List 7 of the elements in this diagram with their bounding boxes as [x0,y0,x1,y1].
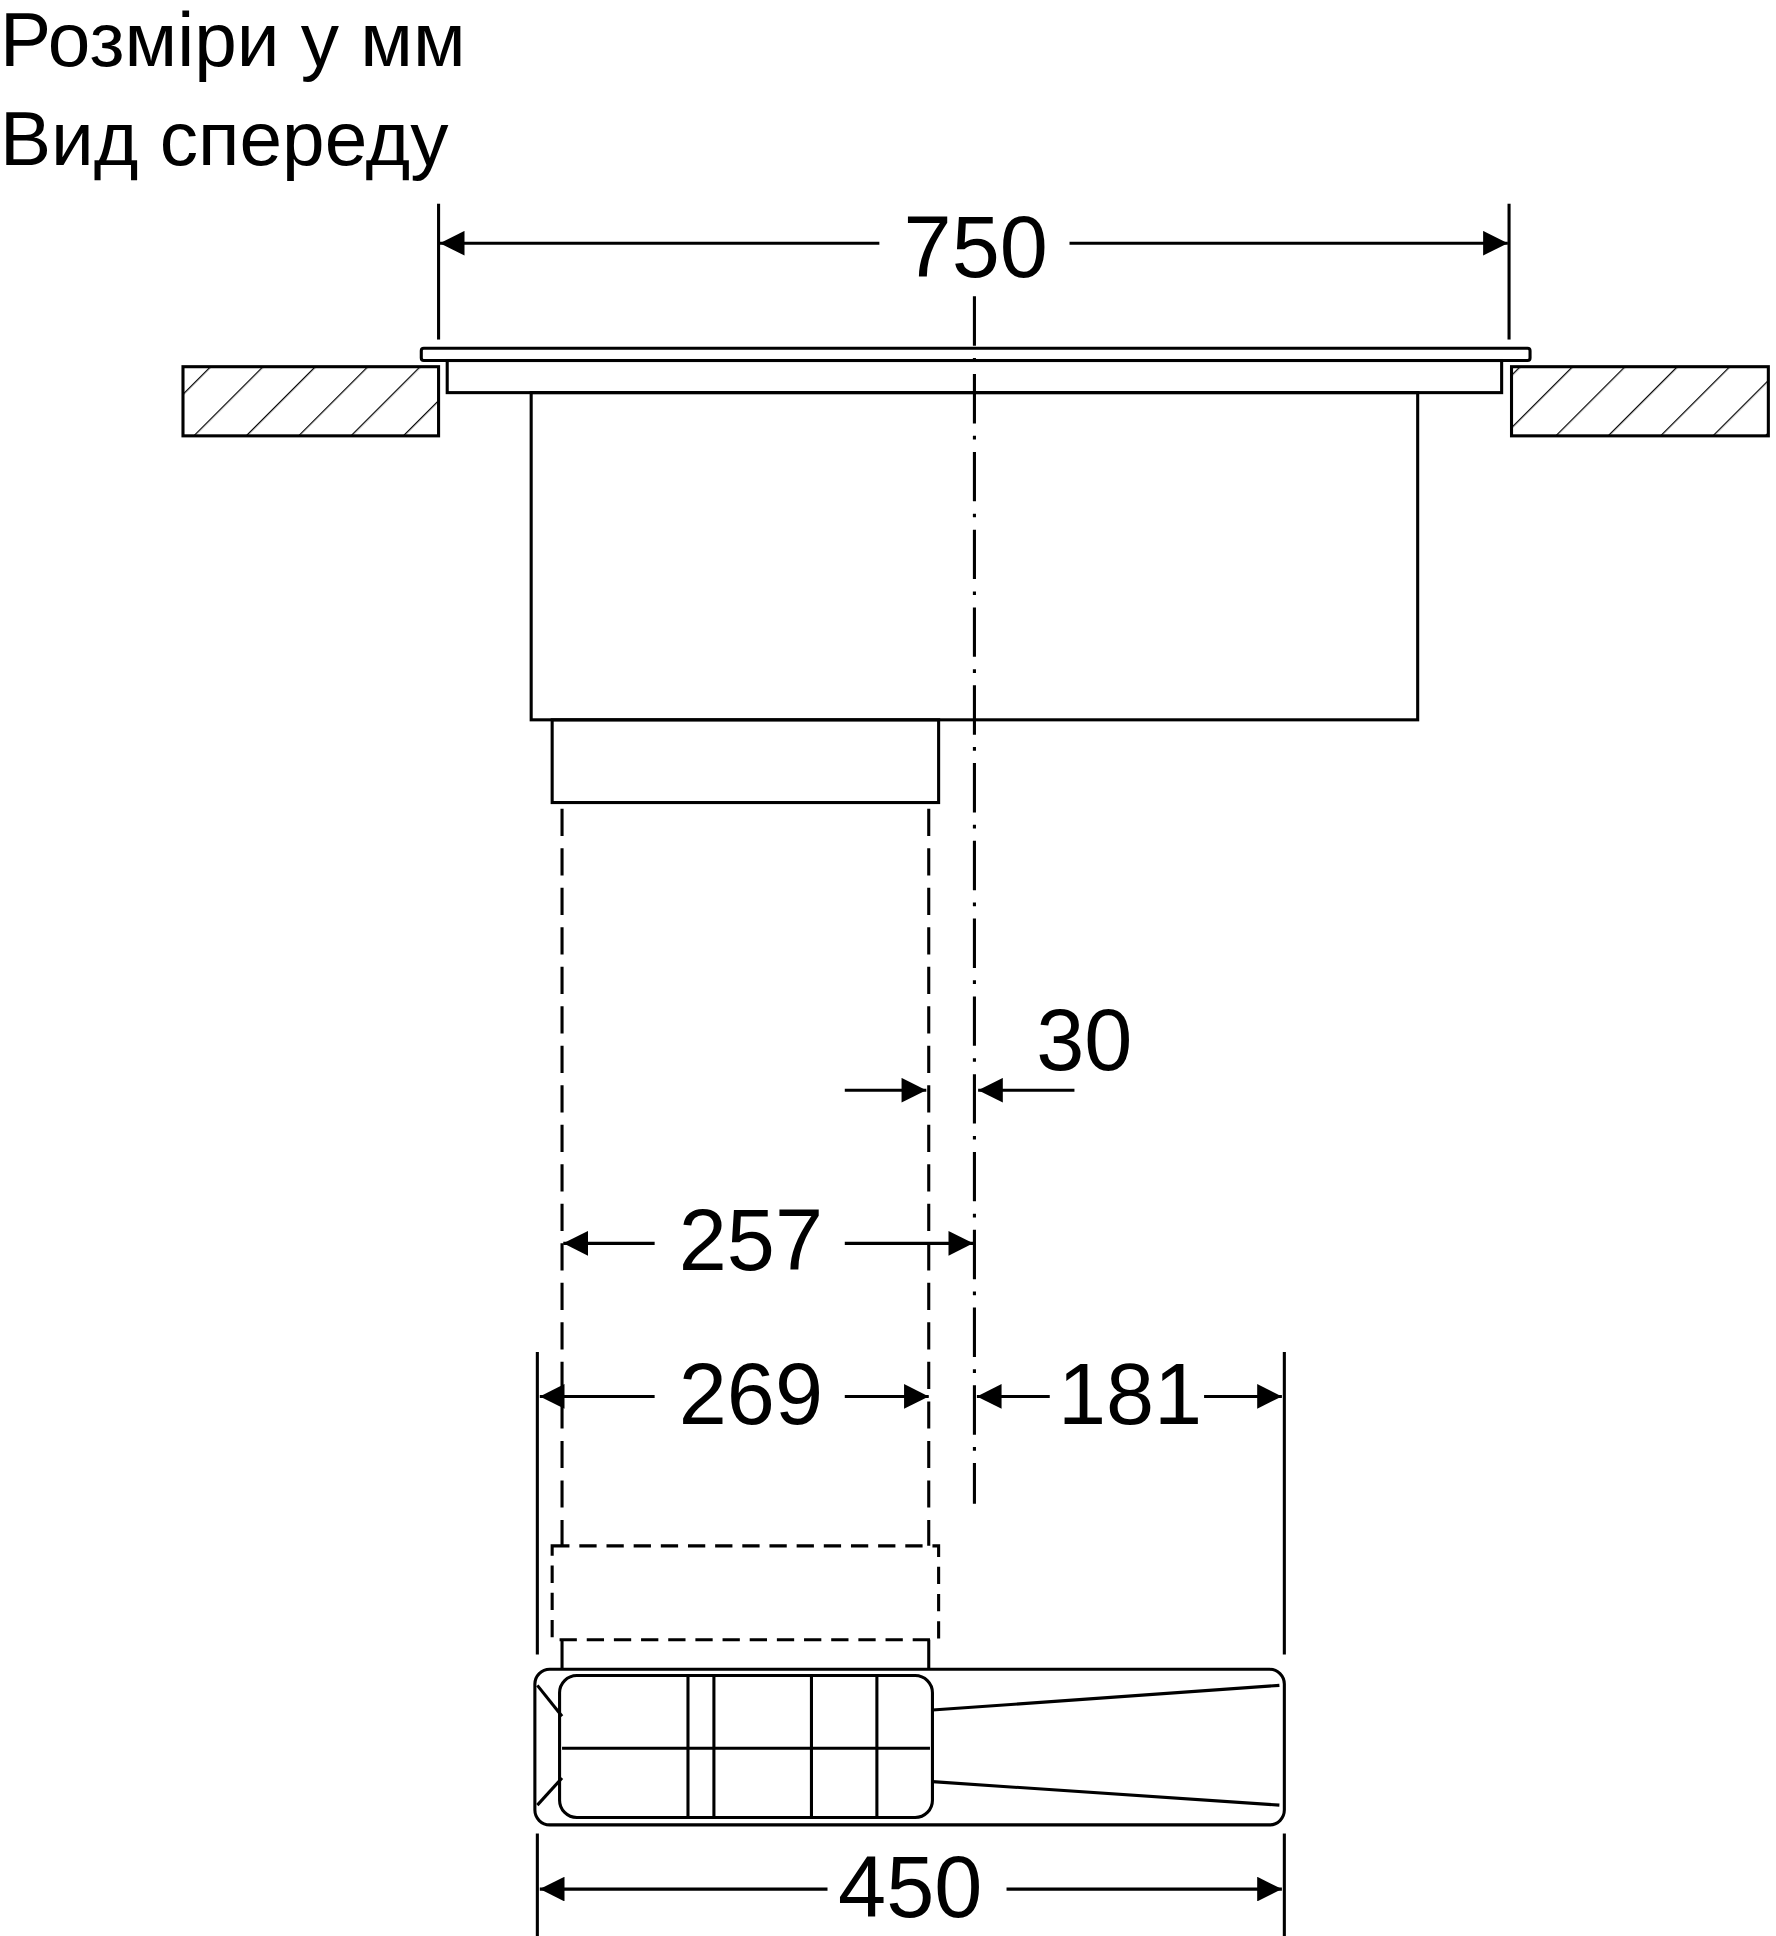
heading: Розміри у мм [0,2,466,80]
dimension-value: 181 [1057,1351,1203,1438]
dimension-value: 30 [1036,996,1133,1084]
dimension-value: 257 [678,1196,823,1284]
dimension-value: 750 [903,203,1048,291]
dimension-value: 269 [678,1351,823,1438]
dimension-value: 450 [838,1843,983,1931]
